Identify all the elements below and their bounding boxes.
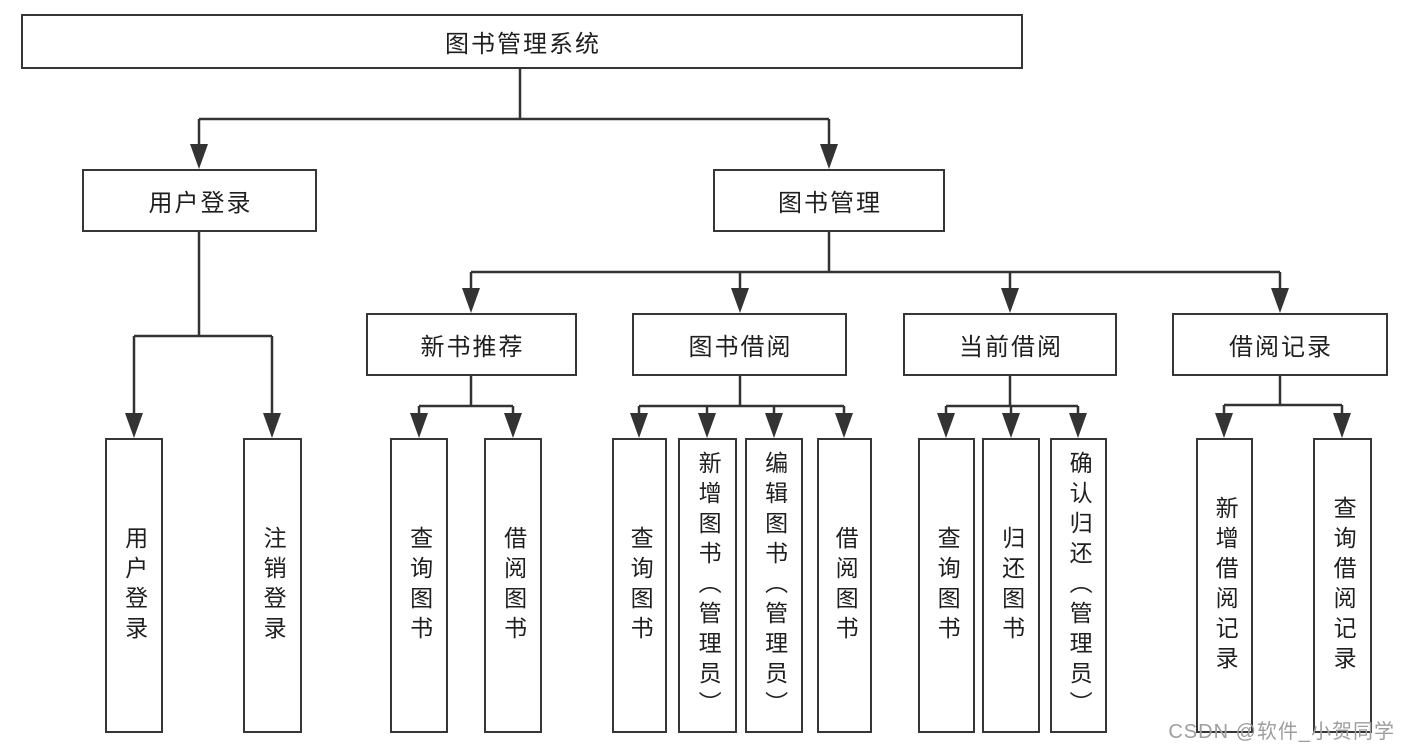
leaf-label: 查询借阅记录 (1330, 495, 1357, 676)
node-borrow-records: 借阅记录 (1172, 313, 1388, 376)
node-return-book: 归还图书 (982, 438, 1040, 733)
node-borrow-book: 借阅图书 (817, 438, 872, 733)
leaf-label: 确认归还（管理员） (1066, 450, 1093, 721)
leaf-label: 用户登录 (121, 525, 148, 646)
leaf-label: 新增借阅记录 (1212, 495, 1239, 676)
leaf-label: 注销登录 (260, 525, 287, 646)
connector-user-login-branch (125, 232, 281, 438)
node-user-login: 用户登录 (82, 169, 317, 232)
csdn-watermark: CSDN @软件_小贺同学 (1168, 721, 1395, 743)
node-library-system: 图书管理系统 (21, 14, 1023, 69)
leaf-label: 编辑图书（管理员） (761, 450, 788, 721)
connector-root-to-level2 (190, 69, 838, 169)
node-query-borrow-record: 查询借阅记录 (1313, 438, 1372, 733)
leaf-label: 查询图书 (934, 525, 961, 646)
connector-book-management-branch (462, 232, 1289, 313)
node-user-login-leaf: 用户登录 (105, 438, 163, 733)
node-edit-book-admin: 编辑图书（管理员） (745, 438, 803, 733)
leaf-label: 查询图书 (406, 525, 433, 646)
node-borrow-book-recommend: 借阅图书 (484, 438, 542, 733)
node-current-borrow: 当前借阅 (903, 313, 1117, 376)
node-add-borrow-record: 新增借阅记录 (1196, 438, 1253, 733)
leaf-label: 借阅图书 (832, 525, 859, 646)
connector-book-borrow-branch (630, 376, 853, 438)
leaf-label: 查询图书 (627, 525, 654, 646)
node-query-books-recommend: 查询图书 (390, 438, 448, 733)
leaf-label: 借阅图书 (500, 525, 527, 646)
node-new-book-recommend: 新书推荐 (366, 313, 577, 376)
node-query-books-current: 查询图书 (918, 438, 975, 733)
node-confirm-return-admin: 确认归还（管理员） (1050, 438, 1107, 733)
connector-new-book-recommend-branch (410, 376, 522, 438)
leaf-label: 归还图书 (998, 525, 1025, 646)
node-logout: 注销登录 (243, 438, 302, 733)
node-book-management: 图书管理 (713, 169, 945, 232)
leaf-label: 新增图书（管理员） (695, 450, 722, 721)
node-book-borrow: 图书借阅 (632, 313, 847, 376)
connector-borrow-records-branch (1215, 376, 1351, 438)
node-query-books-borrow: 查询图书 (612, 438, 667, 733)
connector-current-borrow-branch (937, 376, 1087, 438)
node-add-book-admin: 新增图书（管理员） (678, 438, 737, 733)
